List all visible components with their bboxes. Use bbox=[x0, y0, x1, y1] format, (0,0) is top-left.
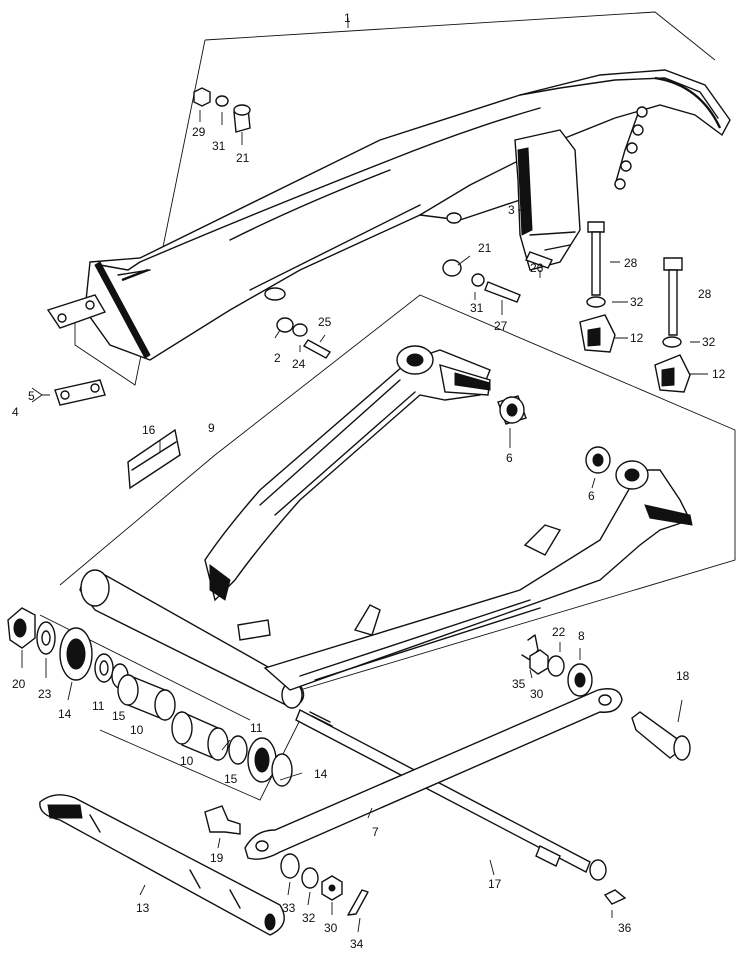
callout-32-right: 32 bbox=[702, 335, 716, 349]
adjuster-tab bbox=[46, 294, 107, 329]
callout-31-lower: 31 bbox=[470, 301, 484, 315]
callout-4: 4 bbox=[12, 405, 19, 419]
chain-guide-strip bbox=[39, 794, 285, 936]
callout-11-left: 11 bbox=[92, 699, 105, 713]
callout-22: 22 bbox=[552, 625, 566, 639]
cotter-pin-34 bbox=[347, 889, 369, 916]
dust-seal-14-right bbox=[247, 737, 277, 783]
callout-10-left: 10 bbox=[130, 723, 144, 737]
callout-6-upper: 6 bbox=[506, 451, 513, 465]
callout-26: 26 bbox=[530, 261, 544, 275]
hardware-top bbox=[193, 87, 251, 133]
washer-23 bbox=[36, 621, 56, 655]
chain-joint bbox=[54, 379, 106, 406]
callout-17: 17 bbox=[488, 877, 502, 891]
callout-28-left: 28 bbox=[624, 256, 638, 270]
seal-ring-11-right bbox=[228, 735, 248, 765]
callout-8: 8 bbox=[578, 629, 585, 643]
bolt-36 bbox=[603, 889, 627, 905]
hardware-mid bbox=[276, 251, 553, 359]
callout-32-lower: 32 bbox=[302, 911, 316, 925]
callout-19: 19 bbox=[210, 851, 224, 865]
bolt-long-left bbox=[587, 221, 605, 296]
swing-arm bbox=[79, 345, 693, 709]
washer-right bbox=[271, 753, 293, 787]
callout-34: 34 bbox=[350, 937, 364, 951]
callout-2: 2 bbox=[274, 351, 281, 365]
bushing-upper bbox=[497, 395, 527, 425]
callout-29: 29 bbox=[192, 125, 206, 139]
callout-33: 33 bbox=[282, 901, 296, 915]
nut-30-lower bbox=[321, 875, 343, 901]
callout-9: 9 bbox=[208, 421, 215, 435]
spacer-8 bbox=[567, 663, 593, 697]
dust-seal-14 bbox=[59, 627, 93, 681]
callout-24: 24 bbox=[292, 357, 306, 371]
callout-15-left: 15 bbox=[112, 709, 126, 723]
bolt-19 bbox=[204, 805, 241, 835]
pivot-nut bbox=[7, 607, 36, 649]
washer-22 bbox=[547, 655, 565, 677]
callout-labels: 1 2 3 4 5 6 6 7 8 9 10 10 11 11 12 12 13… bbox=[12, 11, 726, 951]
callout-10-right: 10 bbox=[180, 754, 194, 768]
callout-25: 25 bbox=[318, 315, 332, 329]
clip-35 bbox=[521, 634, 539, 661]
seal-ring-11 bbox=[94, 653, 114, 683]
bushing-lower bbox=[585, 446, 611, 474]
clamp-left bbox=[579, 314, 616, 353]
callout-21-lower: 21 bbox=[478, 241, 492, 255]
callout-30-lower: 30 bbox=[324, 921, 338, 935]
callout-14-left: 14 bbox=[58, 707, 72, 721]
washers-32 bbox=[586, 296, 682, 348]
callout-23: 23 bbox=[38, 687, 52, 701]
bolt-18 bbox=[631, 711, 691, 761]
pivot-shaft bbox=[295, 709, 607, 881]
clamp-right bbox=[654, 354, 691, 393]
leader-lines bbox=[21, 18, 708, 933]
nut-30-upper bbox=[529, 649, 549, 675]
callout-36: 36 bbox=[618, 921, 632, 935]
callout-30-upper: 30 bbox=[530, 687, 544, 701]
bolt-long-right bbox=[663, 257, 683, 336]
group-outline-chain-case bbox=[74, 11, 716, 386]
callout-13: 13 bbox=[136, 901, 150, 915]
group-outline-swing-arm bbox=[59, 294, 736, 691]
callout-16: 16 bbox=[142, 423, 156, 437]
brake-rod bbox=[244, 688, 623, 860]
drive-chain bbox=[614, 106, 648, 190]
washer-32-lower bbox=[301, 867, 319, 889]
bushing-10-right bbox=[171, 710, 229, 762]
callout-14-right: 14 bbox=[314, 767, 328, 781]
callout-21-upper: 21 bbox=[236, 151, 250, 165]
callout-31-upper: 31 bbox=[212, 139, 226, 153]
callout-32-left: 32 bbox=[630, 295, 644, 309]
callout-6-lower: 6 bbox=[588, 489, 595, 503]
bushing-10-left bbox=[117, 673, 176, 722]
callout-1: 1 bbox=[344, 11, 351, 25]
chain-case bbox=[84, 69, 731, 361]
callout-20: 20 bbox=[12, 677, 26, 691]
callout-12-right: 12 bbox=[712, 367, 726, 381]
callout-11-right: 11 bbox=[250, 721, 263, 735]
callout-27: 27 bbox=[494, 319, 508, 333]
washer-33 bbox=[280, 853, 300, 879]
callout-5: 5 bbox=[28, 389, 35, 403]
callout-7: 7 bbox=[372, 825, 379, 839]
callout-35: 35 bbox=[512, 677, 526, 691]
callout-15-right: 15 bbox=[224, 772, 238, 786]
callout-18: 18 bbox=[676, 669, 690, 683]
decal-plate bbox=[127, 428, 181, 490]
callout-12-left: 12 bbox=[630, 331, 644, 345]
callout-28-right: 28 bbox=[698, 287, 712, 301]
callout-3: 3 bbox=[508, 203, 515, 217]
chain-slider bbox=[514, 129, 581, 271]
